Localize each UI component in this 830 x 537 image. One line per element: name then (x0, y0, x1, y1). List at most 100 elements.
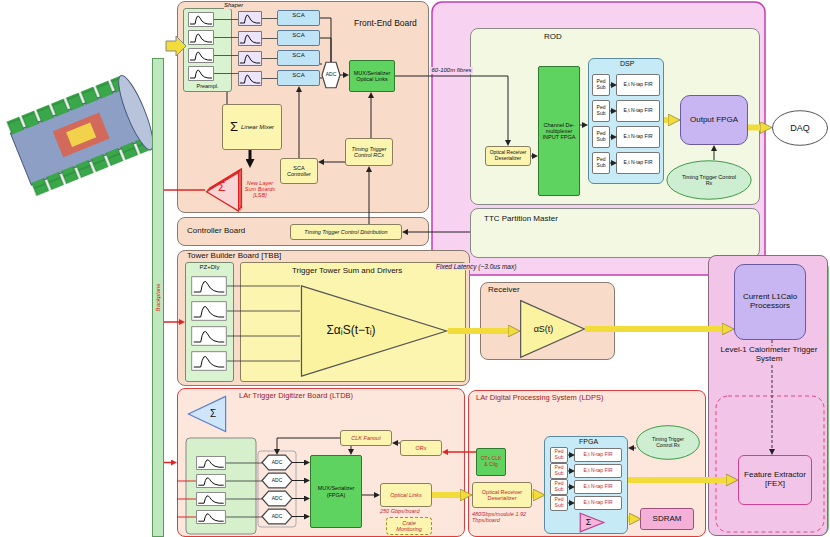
pulse-icon (197, 510, 226, 523)
connector (395, 76, 508, 140)
dsp-panel: DSPPed SubE,t N-tap FIRPed SubE,t N-tap … (588, 58, 664, 184)
pulse-icon (192, 327, 227, 346)
panel-title: Tower Builder Board [TBB] (186, 252, 282, 261)
shaper-icon (238, 12, 261, 26)
box-label: αS(t) (534, 324, 554, 334)
box-label: Ped Sub (553, 449, 565, 460)
box-label: SDRAM (653, 515, 682, 524)
panel-title: LAr Trigger Digitizer Board (LTDB) (238, 392, 354, 400)
fir-box: E,t N-tap FIR (574, 464, 622, 478)
shape-polygon (580, 513, 604, 532)
input-arrow (166, 36, 186, 56)
box-label: Σ (586, 517, 592, 527)
ellipse-outline (773, 111, 828, 146)
board-panel: Controller Board Timing Trigger Control D… (177, 217, 429, 246)
shape-polygon (262, 509, 292, 524)
sum-amplifier: ΣαᵢS(t−τᵢ) (300, 285, 448, 377)
box-label: Timing Trigger Control Rx (678, 174, 740, 186)
label-holder: Fixed Latency (~3.0us max) (436, 263, 516, 270)
fir-box: E,t N-tap FIR (574, 496, 622, 510)
trigger-panel: Level-1 Calorimeter Trigger System Curren… (708, 255, 828, 536)
shape-polygon (262, 473, 292, 488)
connector (432, 492, 460, 498)
box-label: Channel De-multiplexer INPUT FPGA (541, 122, 577, 140)
sca-box: SCA (277, 70, 320, 86)
board-panel: Front-End BoardPreampl.SCASCASCASCAADCMU… (177, 1, 429, 213)
box-label: PZ+Dly (200, 264, 220, 271)
box-label: Linear Mixer (241, 124, 274, 131)
box-label: Timing Trigger Control Rx (645, 437, 691, 448)
connector (772, 340, 773, 449)
connector (292, 462, 304, 463)
optical-box: Optical Links (380, 483, 432, 507)
connector (714, 151, 715, 160)
box-label: Crate Monitoring (389, 520, 429, 532)
serializer-box: MUX/Serializer Optical Links (349, 60, 395, 92)
rod-panel: RODOptical Receiver DeserializerChannel … (470, 28, 760, 205)
pulse-icons (189, 12, 262, 524)
text-holder: LAr Digital Processing System (LDPS) (475, 394, 605, 402)
backplane-wire (177, 481, 196, 517)
box-label: Ped Sub (595, 131, 607, 142)
annotation-label: 250 Gbps/board (380, 508, 419, 514)
box-label: E,t N-tap FIR (583, 500, 612, 506)
box-label: Feature Extractor [FEX] (741, 471, 809, 489)
box-label: E,t N-tap FIR (583, 484, 612, 490)
box-label: Σ (210, 408, 216, 419)
fpga-panel: FPGAPed SubE,t N-tap FIRPed SubE,t N-tap… (544, 436, 628, 534)
connector (568, 471, 569, 472)
connector (531, 156, 532, 157)
connector (610, 111, 611, 112)
wire (226, 463, 262, 517)
fir-box: E,t N-tap FIR (616, 126, 660, 148)
daq-ellipse: DAQ (772, 110, 828, 146)
shape-polygon (262, 455, 292, 470)
text-holder: Controller Board (186, 227, 246, 236)
box-label: Ped Sub (553, 497, 565, 508)
box-label: Optical Receiver Deserializer (488, 150, 528, 161)
delay-box: PZ+Dly (185, 262, 234, 382)
sca-box: SCA (277, 30, 320, 46)
clock-box: CLK Fanout (340, 430, 392, 446)
ttc-box: Timing Trigger Control RCx (345, 138, 393, 166)
panel-title: Controller Board (186, 227, 246, 236)
box-label: ADC (272, 460, 283, 466)
box-label: Ped Sub (595, 157, 607, 168)
connector (628, 516, 629, 522)
edge-label: 60-100m fibres (430, 67, 472, 74)
connector (398, 443, 400, 444)
connector (292, 480, 304, 481)
processor-box: Current L1Calo Processors (734, 264, 806, 340)
box-label: E,t N-tap FIR (583, 452, 612, 458)
connector (164, 321, 179, 323)
box-label: New Layer Sum Boards [LSB] (242, 180, 278, 198)
shape-polygon (206, 172, 238, 211)
box-label: SCA (292, 72, 304, 79)
adc-hexagon: ADC (262, 491, 292, 506)
connector (585, 326, 722, 332)
text-holder: Receiver (487, 286, 521, 295)
ped-sub-box: Ped Sub (592, 126, 610, 148)
sca-box: SCA (277, 50, 320, 66)
label-holder: 480Gbps/module 1.92 Tbps/board (472, 511, 538, 523)
rod-region (432, 2, 765, 275)
connector (628, 477, 726, 483)
connector (448, 451, 476, 453)
connector (227, 92, 228, 104)
connector (277, 438, 340, 449)
connector (292, 498, 304, 499)
ttc-ellipse: Timing Trigger Control Rx (636, 425, 700, 460)
ellipse-outline (637, 426, 700, 460)
annotation-label: Shaper (224, 2, 243, 9)
otx-box: OTx CLK & Ctlg (476, 448, 506, 476)
controller-box: SCA Controller (280, 158, 318, 184)
connector (164, 189, 205, 191)
fex-region-outline (716, 396, 824, 532)
ttc-box: Timing Trigger Control Distribution (290, 224, 402, 240)
text-holder: Front-End Board (353, 19, 418, 29)
adc-hexagon: ADC (322, 62, 340, 88)
text-holder: Level-1 Calorimeter Trigger System (715, 346, 823, 364)
fpga-box: Output FPGA (680, 95, 748, 145)
connector (610, 163, 611, 164)
